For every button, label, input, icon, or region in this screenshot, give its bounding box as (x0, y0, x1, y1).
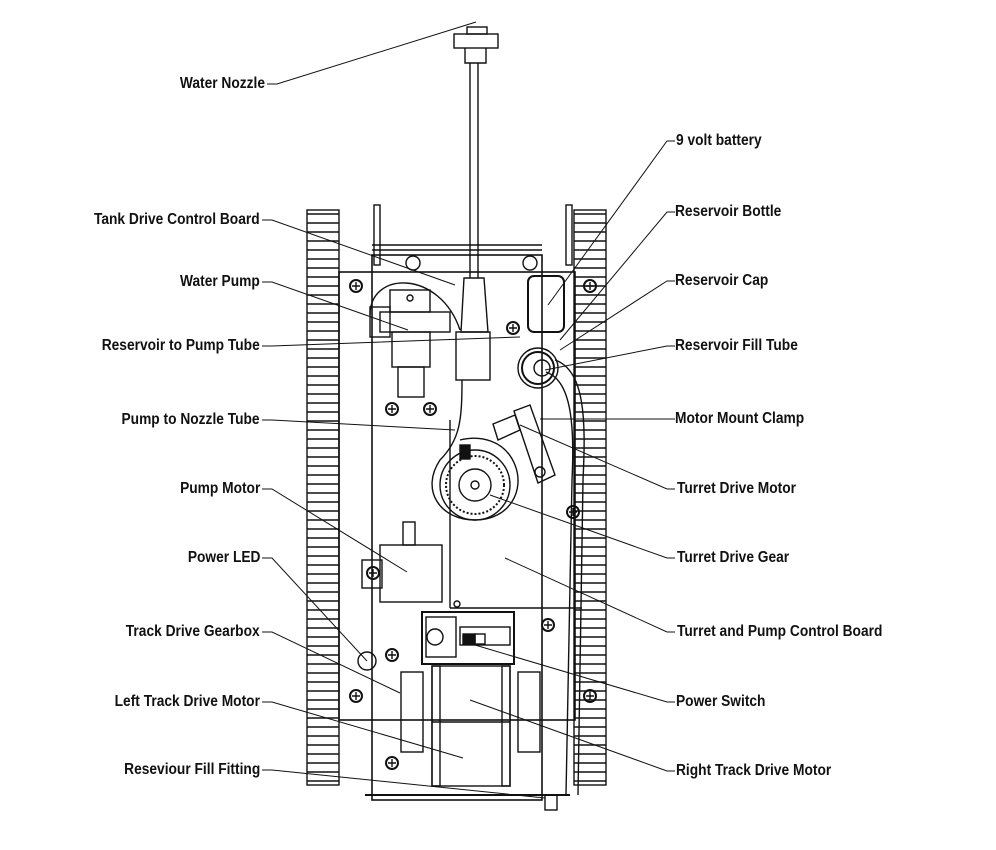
screw-icon (349, 689, 363, 703)
screw-icon (366, 566, 380, 580)
label-track-drive-gearbox: Track Drive Gearbox (126, 623, 260, 640)
label-left-track-drive-motor: Left Track Drive Motor (114, 693, 260, 710)
screw-cross (388, 651, 396, 659)
screw-cross (569, 508, 577, 516)
screw-icon (583, 689, 597, 703)
motor-mount-clamp (492, 404, 556, 484)
screw-cross (388, 759, 396, 767)
label-turret-and-pump-control-board: Turret and Pump Control Board (677, 623, 883, 640)
screw-cross (426, 405, 434, 413)
screw-cross (369, 569, 377, 577)
water-nozzle (453, 26, 499, 381)
screw-icon (583, 279, 597, 293)
label-water-pump: Water Pump (180, 273, 260, 290)
label-reservoir-to-pump-tube: Reservoir to Pump Tube (101, 337, 260, 354)
label-tank-drive-control-board: Tank Drive Control Board (94, 211, 260, 228)
turret-gear (439, 444, 511, 521)
screw-icon (385, 402, 399, 416)
screw-cross (544, 621, 552, 629)
label-motor-mount-clamp: Motor Mount Clamp (675, 410, 805, 427)
pump-motor (361, 521, 443, 603)
label-water-nozzle: Water Nozzle (179, 75, 265, 92)
power-switch (421, 611, 515, 665)
label-reseviour-fill-fitting: Reseviour Fill Fitting (123, 761, 260, 778)
screw-icon (385, 648, 399, 662)
screw-icon (541, 618, 555, 632)
label-power-switch: Power Switch (676, 693, 766, 710)
screw-icon (349, 279, 363, 293)
chassis (338, 204, 576, 801)
screw-cross (586, 282, 594, 290)
leader-lines (262, 21, 675, 799)
screw-icon (423, 402, 437, 416)
reservoir-cap (517, 347, 559, 389)
track-drive-assembly (400, 665, 541, 787)
label-turret-drive-motor: Turret Drive Motor (677, 480, 797, 497)
screw-icon (385, 756, 399, 770)
screw-cross (509, 324, 517, 332)
fill-fitting (544, 794, 558, 811)
screw-cross (352, 282, 360, 290)
label-pump-to-nozzle-tube: Pump to Nozzle Tube (121, 411, 260, 428)
screws (349, 279, 597, 770)
label-pump-motor: Pump Motor (179, 480, 260, 497)
screw-cross (352, 692, 360, 700)
label-reservoir-fill-tube: Reservoir Fill Tube (675, 337, 798, 354)
label-reservoir-cap: Reservoir Cap (675, 272, 769, 289)
battery (527, 275, 565, 333)
screw-icon (566, 505, 580, 519)
power-led (357, 651, 377, 671)
label-reservoir-bottle: Reservoir Bottle (675, 203, 782, 220)
screw-cross (586, 692, 594, 700)
label-power-led: Power LED (187, 549, 260, 566)
label-9-volt-battery: 9 volt battery (676, 132, 762, 149)
water-pump (369, 282, 461, 398)
screw-icon (506, 321, 520, 335)
label-turret-drive-gear: Turret Drive Gear (677, 549, 790, 566)
left-track (306, 209, 340, 786)
label-right-track-drive-motor: Right Track Drive Motor (676, 762, 832, 779)
screw-cross (388, 405, 396, 413)
